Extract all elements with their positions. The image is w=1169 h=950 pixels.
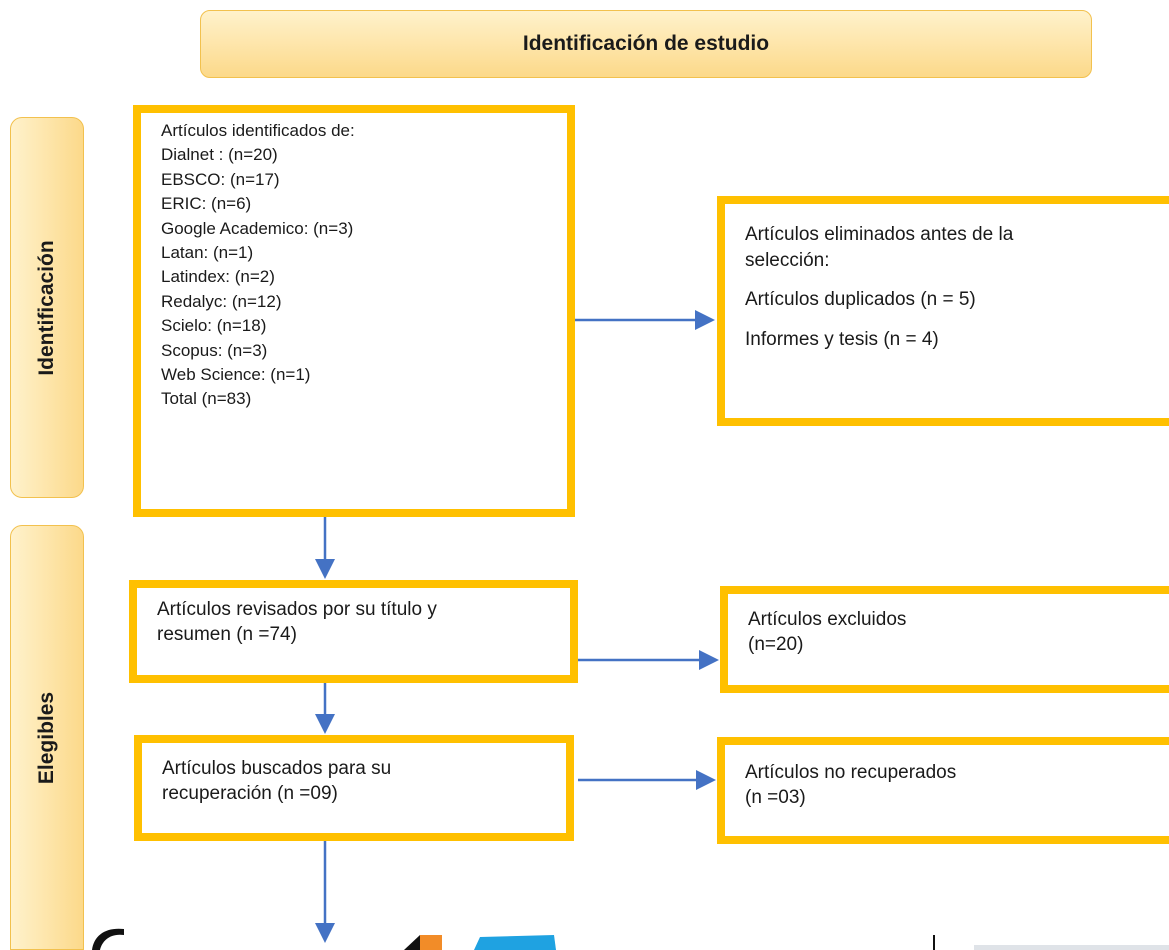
screened-articles-box: Artículos revisados por su título y resu… [129, 580, 578, 683]
source-item: Latindex: (n=2) [161, 267, 275, 287]
source-item: Google Academico: (n=3) [161, 218, 354, 238]
source-item: Scielo: (n=18) [161, 316, 267, 336]
source-total: Total (n=83) [161, 389, 252, 409]
removed-before-screening-box: Artículos eliminados antes de la selecci… [717, 196, 1169, 426]
sought-word: Artículos buscados [162, 758, 323, 779]
source-item: Latan: (n=1) [161, 243, 254, 263]
header-title: Identificación de estudio [522, 32, 770, 55]
sought-line-2: recuperación (n =09) [162, 782, 338, 804]
not-retrieved-box: Artículos no recuperados (n =03) [717, 737, 1169, 844]
partial-logo-swoosh [92, 928, 124, 950]
sought-retrieval-box: Artículos buscados para su recuperación … [134, 735, 574, 841]
source-item: Redalyc: (n=12) [161, 291, 282, 311]
partial-logo-orange [420, 935, 442, 950]
source-item: Web Science: (n=1) [161, 365, 311, 385]
partial-logo-blue [474, 935, 556, 950]
duplicates-count: Artículos duplicados (n = 5) [745, 289, 976, 311]
reports-theses-count: Informes y tesis (n = 4) [745, 328, 939, 350]
screened-line-2: resumen (n =74) [157, 623, 297, 645]
sought-word: su [371, 758, 392, 779]
not-retrieved-line-2: (n =03) [745, 786, 806, 808]
study-identification-header: Identificación de estudio [200, 10, 1092, 78]
removed-line-2: selección: [745, 249, 830, 271]
source-item: Dialnet : (n=20) [161, 145, 278, 165]
partial-logo-gray [974, 945, 1169, 950]
excluded-articles-box: Artículos excluidos (n=20) [720, 586, 1169, 693]
sought-word: para [327, 758, 366, 779]
excluded-line-1: Artículos excluidos [748, 609, 907, 630]
source-item: ERIC: (n=6) [161, 194, 252, 214]
identified-heading: Artículos identificados de: [161, 121, 355, 140]
screened-line-1: Artículos revisados por su título y [157, 599, 437, 620]
phase-label-eligible: Elegibles [10, 525, 84, 950]
identified-articles-box: Artículos identificados de: Dialnet : (n… [133, 105, 575, 517]
source-item: Scopus: (n=3) [161, 340, 268, 360]
not-retrieved-line-1: Artículos no recuperados [745, 762, 957, 783]
sought-line-1: Artículos buscados para su [162, 757, 500, 782]
partial-logo-strip [92, 928, 1169, 950]
source-item: EBSCO: (n=17) [161, 169, 280, 189]
phase-label-identification: Identificación [10, 117, 84, 498]
excluded-line-2: (n=20) [748, 633, 804, 655]
removed-line-1: Artículos eliminados antes de la [745, 224, 1014, 245]
